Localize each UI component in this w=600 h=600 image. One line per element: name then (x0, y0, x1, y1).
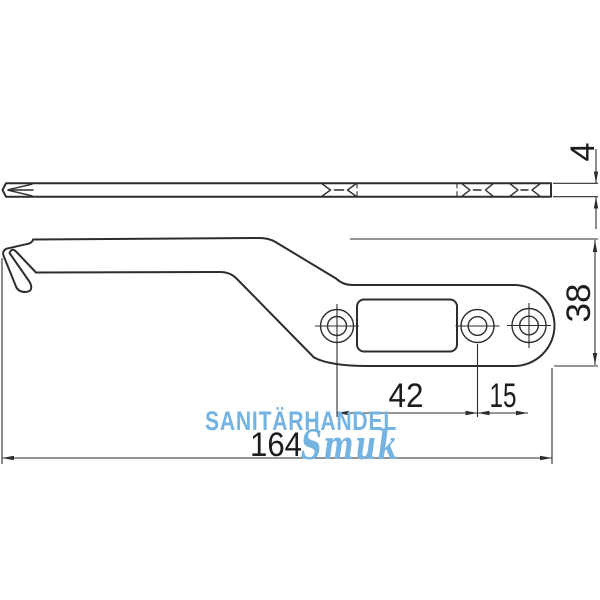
side-view-slot (356, 298, 458, 353)
side-view (2, 237, 556, 367)
dimension-164-label: 164 (250, 426, 302, 464)
top-view-hole3-countersink (509, 183, 541, 197)
top-view-hole1-countersink (321, 183, 357, 197)
dimension-42-label: 42 (389, 377, 424, 415)
dimension-height: 38 (350, 238, 598, 367)
side-view-outline (2, 237, 556, 367)
top-view-outline (1, 182, 552, 198)
dimension-hole-spacings: 42 15 (336, 304, 528, 417)
dimension-15-label: 15 (490, 377, 517, 415)
watermark: SANITÄRHANDEL Smuk (205, 406, 399, 469)
dimension-thickness-label: 4 (564, 143, 600, 162)
top-profile-view (1, 182, 552, 198)
watermark-script-text: Smuk (301, 422, 399, 469)
side-view-hole2 (455, 308, 500, 344)
top-view-hole2-countersink (461, 183, 494, 197)
dimension-total-length: 164 (1, 258, 553, 464)
side-view-hole3 (507, 303, 551, 348)
watermark-brand-text: SANITÄRHANDEL (205, 406, 397, 436)
top-view-left-bend-lines (7, 183, 34, 197)
dimension-height-label: 38 (560, 284, 598, 323)
dimension-thickness: 4 (553, 143, 600, 229)
